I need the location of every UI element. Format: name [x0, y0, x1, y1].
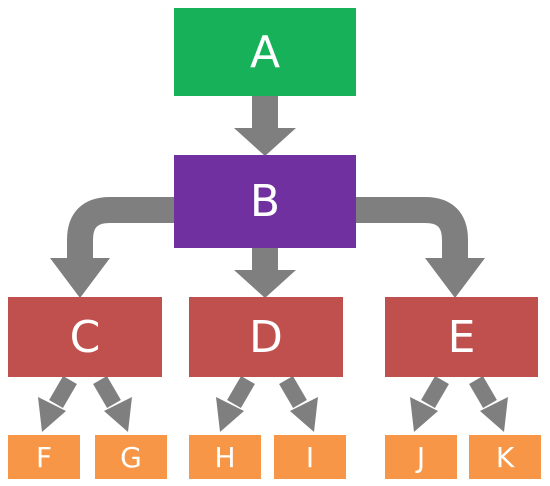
arrow-d-to-h-head: [216, 397, 244, 432]
node-c-label: C: [69, 311, 101, 363]
arrow-c-to-f: [49, 375, 77, 409]
arrow-b-to-d: [234, 248, 296, 298]
arrow-d-to-i-head: [290, 397, 318, 432]
arrow-b-to-c: [67, 197, 175, 258]
node-h: H: [189, 435, 261, 479]
node-j: J: [385, 435, 457, 479]
node-i-label: I: [305, 440, 315, 474]
node-c: C: [8, 297, 162, 377]
node-j-label: J: [416, 440, 426, 474]
arrow-b-to-e: [355, 197, 468, 258]
arrow-d-to-i: [279, 375, 307, 409]
node-b-label: B: [249, 176, 281, 227]
node-f-label: F: [35, 440, 53, 474]
node-k: K: [469, 435, 541, 479]
arrow-e-to-j: [421, 375, 449, 409]
arrow-c-to-g: [93, 375, 121, 409]
arrow-e-to-j-head: [410, 397, 438, 432]
node-e: E: [385, 297, 538, 377]
node-f: F: [8, 435, 80, 479]
node-a: A: [174, 8, 356, 96]
node-e-label: E: [447, 311, 476, 363]
node-d: D: [189, 297, 343, 377]
node-i: I: [274, 435, 346, 479]
arrow-a-to-b: [234, 96, 296, 156]
arrow-e-to-k: [469, 375, 497, 409]
node-b: B: [174, 155, 356, 248]
node-k-label: K: [495, 440, 515, 474]
node-a-label: A: [249, 26, 281, 78]
node-h-label: H: [214, 440, 236, 474]
arrow-b-to-c-head: [50, 258, 110, 298]
arrow-c-to-f-head: [38, 397, 66, 432]
node-d-label: D: [249, 311, 283, 363]
node-g-label: G: [120, 440, 142, 474]
arrow-b-to-e-head: [425, 258, 485, 298]
arrow-d-to-h: [227, 375, 255, 409]
arrow-c-to-g-head: [104, 397, 132, 432]
arrow-e-to-k-head: [480, 397, 508, 432]
node-g: G: [95, 435, 167, 479]
